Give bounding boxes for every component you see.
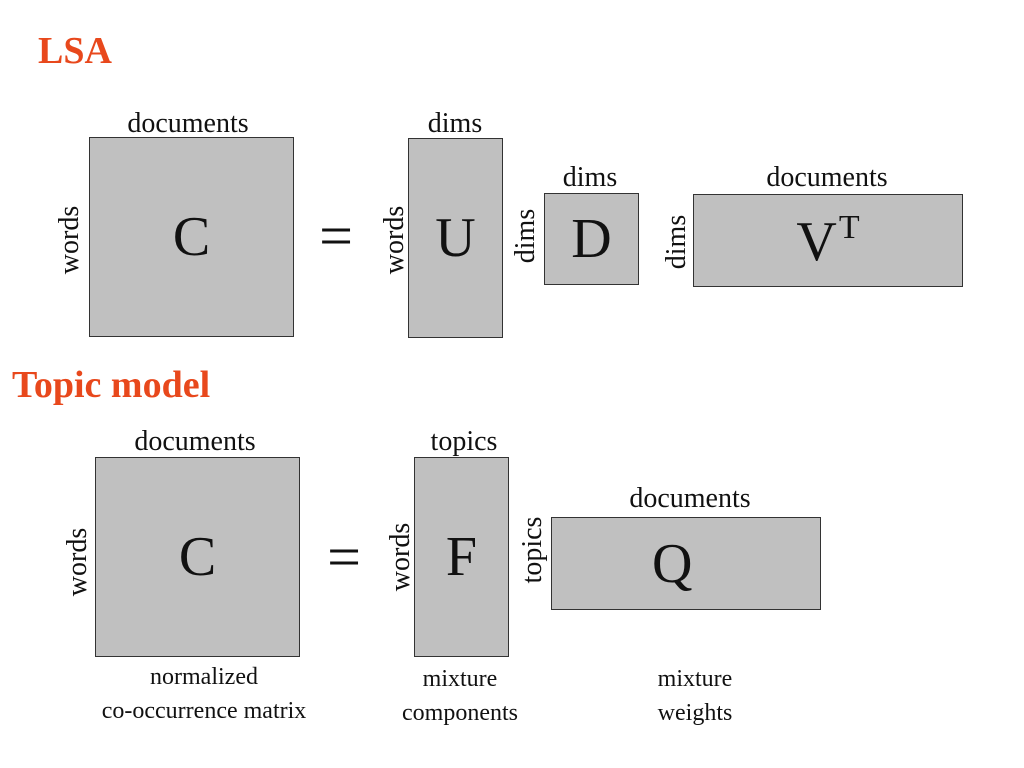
lsa-matrix-transpose-superscript: T [838,209,860,246]
lsa-equals-sign: = [319,203,353,269]
lsa-d-side-label: dims [510,208,541,264]
topic-equals-sign: = [327,524,361,590]
lsa-matrix-c: C [89,137,294,337]
topic-f-top-label: topics [430,426,498,457]
topic-matrix-q-symbol: Q [652,532,693,595]
topic-matrix-c: C [95,457,300,657]
topic-c-side-label: words [62,527,93,597]
lsa-heading: LSA [38,30,112,72]
lsa-matrix-d-symbol: D [571,208,612,270]
topic-f-side-label: words [385,522,416,592]
caption-mixture-components: mixture components [402,662,518,730]
lsa-u-side-label: words [379,205,410,275]
topic-matrix-f-symbol: F [445,526,478,588]
caption-cooccurrence-matrix: normalized co-occurrence matrix [102,660,307,728]
topic-matrix-c-symbol: C [178,526,217,588]
topic-q-top-label: documents [629,483,751,514]
lsa-matrix-vt: VT [693,194,963,287]
lsa-d-top-label: dims [562,162,618,193]
lsa-v-side-label: dims [661,214,692,270]
lsa-matrix-u: U [408,138,503,338]
topic-matrix-q: Q [551,517,821,610]
lsa-matrix-vt-symbol: VT [796,209,860,273]
caption-cooccurrence-line1: normalized [150,664,258,690]
lsa-matrix-d: D [544,193,639,285]
lsa-matrix-u-symbol: U [435,207,476,269]
lsa-c-top-label: documents [127,108,249,139]
lsa-matrix-v-letter: V [796,211,837,273]
caption-weights-line1: mixture [657,666,733,692]
caption-cooccurrence-line2: co-occurrence matrix [101,698,307,724]
topic-c-top-label: documents [134,426,256,457]
lsa-v-top-label: documents [766,162,888,193]
caption-mixture-weights: mixture weights [658,662,733,730]
topic-model-heading: Topic model [12,364,211,406]
topic-q-side-label: topics [517,516,548,584]
lsa-u-top-label: dims [427,108,483,139]
lsa-c-side-label: words [54,205,85,275]
topic-matrix-f: F [414,457,509,657]
caption-components-line1: mixture [422,666,498,692]
lsa-matrix-c-symbol: C [172,206,211,268]
caption-weights-line2: weights [657,700,733,726]
caption-components-line2: components [402,700,518,726]
